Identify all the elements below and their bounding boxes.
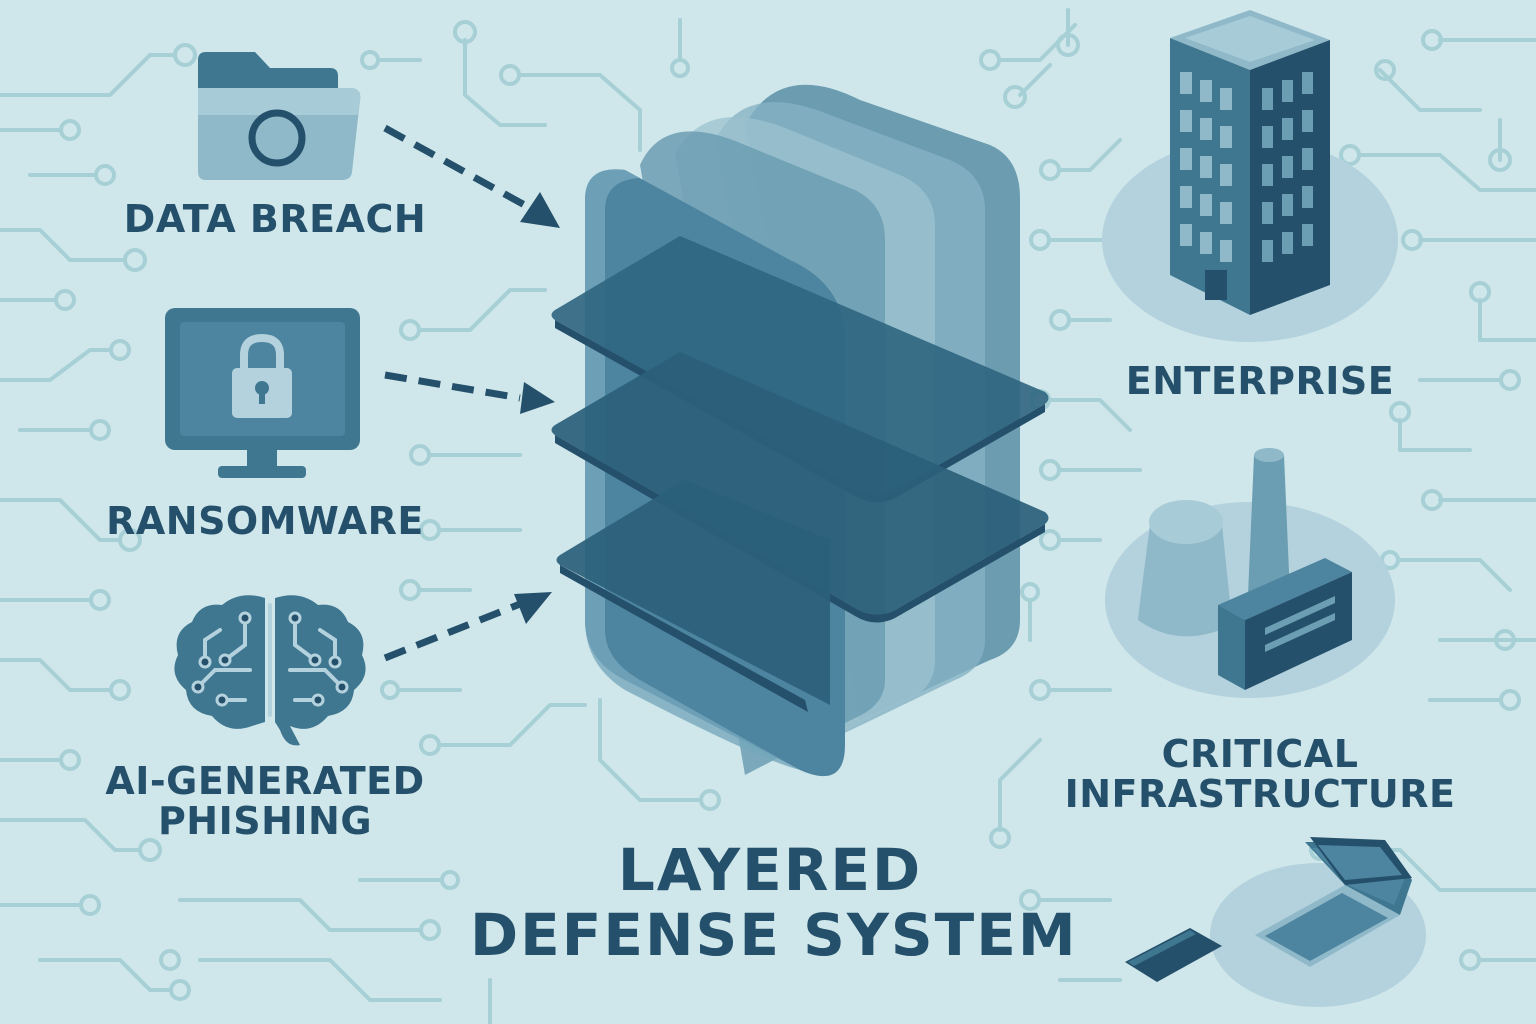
threat-label-ransomware: RANSOMWARE [106,499,424,543]
diagram-title-line1: LAYERED [617,836,923,904]
defense-plates [551,236,1049,712]
threat-label-ai-phishing-line1: AI-GENERATED [105,759,425,803]
diagram-title: LAYERED DEFENSE SYSTEM [470,836,1078,969]
threat-label-ai-phishing: AI-GENERATED PHISHING [90,759,440,843]
laptop-tablet-icon [1125,837,1426,1007]
target-label-critical-infrastructure-line1: CRITICAL [1161,732,1359,776]
threat-arrows [383,124,532,662]
power-plant-icon [1105,448,1395,698]
target-label-critical-infrastructure-line2: INFRASTRUCTURE [1064,771,1456,816]
threat-label-data-breach: DATA BREACH [123,197,427,241]
target-label-critical-infrastructure: CRITICAL INFRASTRUCTURE [1060,732,1460,816]
locked-monitor-icon [165,308,360,478]
circuit-brain-icon [174,595,366,746]
diagram-title-line2: DEFENSE SYSTEM [470,900,1078,969]
office-building-icon [1102,10,1398,342]
folder-icon [198,52,361,180]
threat-label-ai-phishing-line2: PHISHING [157,798,373,843]
target-label-enterprise: ENTERPRISE [1125,359,1395,403]
